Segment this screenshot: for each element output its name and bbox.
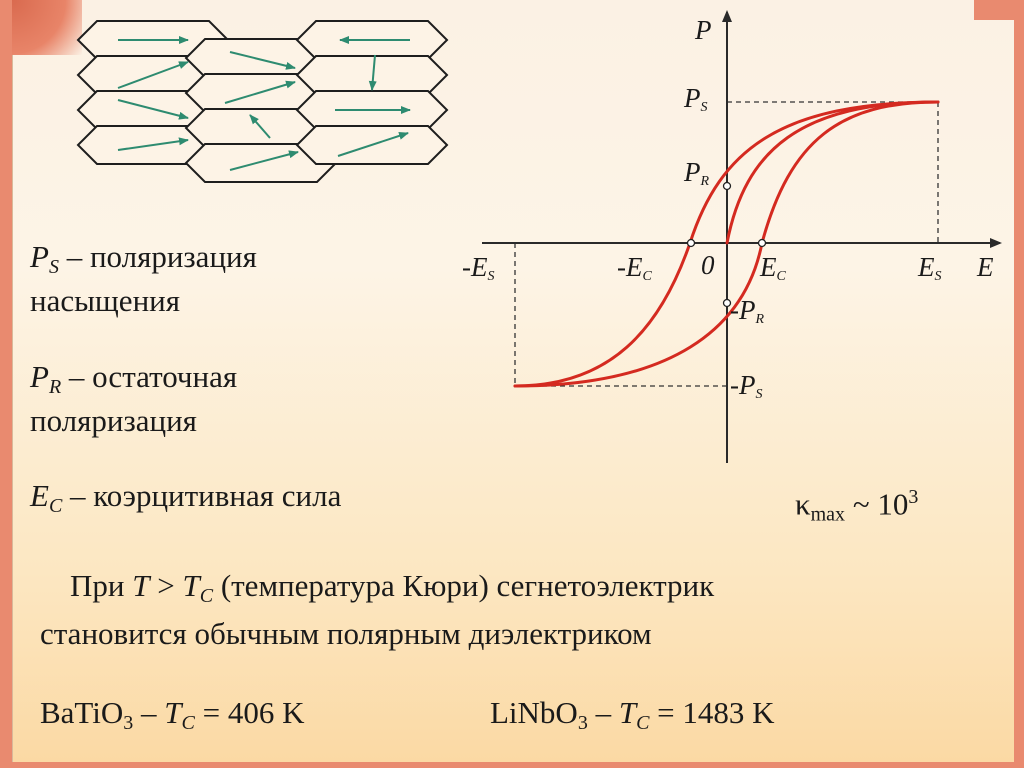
definition-pr: PR – остаточная: [30, 359, 238, 398]
definition-ps: PS – поляризация: [30, 239, 257, 278]
origin-label: 0: [701, 250, 715, 280]
definition-ps-line2: насыщения: [30, 283, 181, 318]
initial-polarization-curve: [725, 100, 940, 245]
definition-pr-line2: поляризация: [30, 403, 197, 438]
neg-pr-point: [722, 298, 732, 308]
polarization-arrow: [368, 54, 377, 91]
axis-label-e: E: [977, 252, 994, 282]
label-neg-ps: -PS: [730, 370, 763, 402]
polarization-arrow: [249, 114, 271, 139]
polarization-arrow: [117, 61, 189, 89]
label-es: ES: [918, 252, 942, 284]
axis-label-p: P: [695, 15, 712, 45]
polarization-arrow: [229, 51, 296, 70]
curie-paragraph-line2: становится обычным полярным диэлектриком: [40, 616, 652, 651]
polarization-arrow: [229, 150, 299, 171]
material-batio3: BaTiO3 – TC = 406 K: [40, 695, 305, 734]
pr-point: [722, 181, 732, 191]
marked-points: [686, 181, 767, 308]
corner-decoration: [12, 0, 82, 55]
label-ps: PS: [684, 83, 708, 115]
corner-decoration: [974, 0, 1014, 20]
label-neg-es: -ES: [462, 252, 495, 284]
polarization-arrow: [117, 99, 189, 120]
label-pr: PR: [684, 157, 710, 189]
material-linbo3: LiNbO3 – TC = 1483 K: [490, 695, 775, 734]
domain-structure: [76, 20, 449, 183]
label-neg-ec: -EC: [617, 252, 652, 284]
polarization-arrow: [337, 132, 409, 157]
curie-paragraph-line1: При T > TC (температура Кюри) сегнетоэле…: [70, 568, 715, 607]
label-neg-pr: -PR: [730, 295, 765, 327]
ec-point: [757, 238, 767, 248]
label-ec: EC: [760, 252, 786, 284]
kappa-max: κmax ~ 103: [795, 486, 919, 526]
definition-ec: EC – коэрцитивная сила: [30, 478, 342, 517]
polarization-arrow: [117, 137, 189, 151]
polarization-arrow: [224, 80, 296, 104]
neg-ec-point: [686, 238, 696, 248]
